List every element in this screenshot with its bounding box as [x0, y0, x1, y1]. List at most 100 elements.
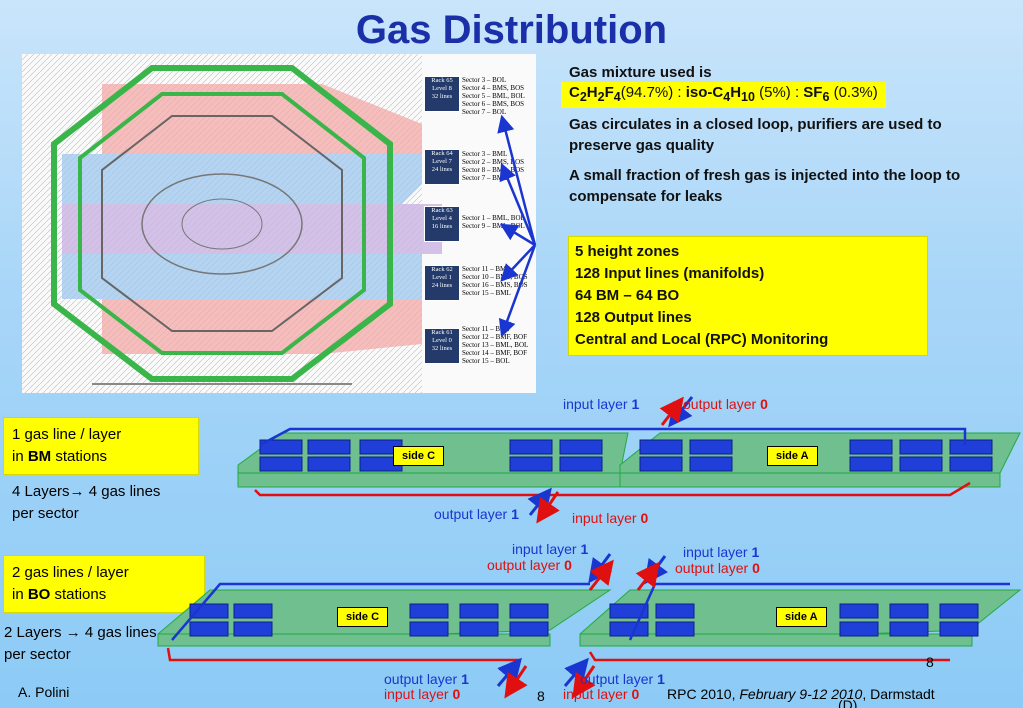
text: 2 Layers — [4, 624, 62, 641]
layer-number: 1 — [580, 541, 589, 557]
text: 4 gas lines per sector — [12, 483, 161, 522]
bm-panels — [259, 439, 993, 472]
text: output layer — [384, 671, 462, 687]
text: RPC 2010, — [667, 686, 740, 702]
formula-sub: 6 — [822, 90, 830, 104]
bo-layers-text: 2 Layers → 4 gas lines per sector — [4, 622, 164, 666]
bo-c-output-arrow — [588, 559, 614, 591]
bm-input-bottom-label: input layer 0 — [572, 510, 648, 526]
rack-63-sectors: Sector 1 – BML, BOL Sector 9 – BML, BOL — [462, 214, 525, 230]
bo-side-c-label: side C — [337, 607, 389, 627]
formula-sub: 2 — [597, 90, 605, 104]
formula-sub: 10 — [741, 90, 755, 104]
gas-mixture-heading: Gas mixture used is — [569, 64, 712, 81]
sector-line: Sector 3 – BML — [462, 150, 508, 158]
rack-name: Rack 61 — [431, 329, 453, 336]
layer-number: 1 — [657, 671, 665, 687]
rack-level: Level 1 — [432, 274, 452, 281]
arrow-right-icon: → — [61, 624, 85, 641]
formula-pct: (94.7%) : — [620, 84, 686, 101]
layer-number: 0 — [631, 686, 640, 702]
bm-input-top-label: input layer 1 — [563, 396, 639, 412]
text: input layer — [512, 541, 581, 557]
formula-part: iso-C — [685, 84, 724, 101]
rack-name: Rack 64 — [431, 150, 453, 157]
sector-line: Sector 3 – BOL — [462, 76, 507, 84]
layer-number: 0 — [760, 396, 768, 412]
bm-side-c-label: side C — [393, 446, 445, 466]
footer-author: A. Polini — [18, 684, 70, 700]
formula-part: C — [569, 84, 580, 101]
detector-drawing — [22, 54, 442, 393]
formula-sub: 4 — [613, 90, 621, 104]
arrow-right-icon: → — [69, 483, 85, 500]
sector-line: Sector 5 – BML, BOL — [462, 92, 525, 100]
sector-line: Sector 2 – BMS, BOS — [462, 158, 525, 166]
rack-63-label: Rack 63 Level 4 16 lines — [424, 206, 460, 242]
text: in — [12, 586, 28, 603]
rack-level: Level 8 — [432, 85, 452, 92]
conference-dates: February 9-12 2010 — [739, 686, 863, 702]
bo-a-output-bottom-label: output layer 1 — [580, 671, 665, 687]
text: in — [12, 448, 28, 465]
layer-number: 1 — [461, 671, 469, 687]
rack-64-label: Rack 64 Level 7 24 lines — [424, 149, 460, 185]
bo-box-line: 2 gas lines / layer — [12, 564, 129, 581]
sector-line: Sector 9 – BML, BOL — [462, 222, 525, 230]
bo-c-input-bottom-arrow — [504, 665, 528, 699]
bm-label: BM — [27, 448, 52, 465]
bo-a-output-arrow — [635, 561, 660, 591]
text: input layer — [683, 544, 752, 560]
layer-number: 1 — [751, 544, 760, 560]
bo-c-input-bottom-label: input layer 0 — [384, 686, 460, 702]
bm-gas-loop-diagram — [237, 396, 1021, 524]
text: input layer — [572, 510, 641, 526]
text: output layer — [683, 396, 761, 412]
bo-a-input-top-label: input layer 1 — [683, 544, 759, 560]
summary-line: 128 Output lines — [575, 309, 692, 326]
summary-box: 5 height zones 128 Input lines (manifold… — [568, 236, 928, 356]
bo-a-output-line — [588, 651, 950, 662]
rack-name: Rack 63 — [431, 207, 453, 214]
bo-a-input-bottom-arrow — [572, 665, 596, 699]
rack-lines: 32 lines — [431, 93, 453, 100]
rack-lines: 24 lines — [431, 282, 453, 289]
bo-c-input-top-label: input layer 1 — [512, 541, 588, 557]
sector-line: Sector 6 – BMS, BOS — [462, 100, 525, 108]
formula-pct: (0.3%) — [829, 84, 878, 101]
formula-part: H — [586, 84, 598, 101]
sector-line: Sector 12 – BMF, BOF — [462, 333, 527, 341]
bo-c-output-top-label: output layer 0 — [487, 557, 572, 573]
detector-cross-section-image: Rack 65 Level 8 32 lines Sector 3 – BOL … — [22, 54, 536, 393]
rack-name: Rack 62 — [431, 266, 453, 273]
bm-output-arrow-top — [659, 396, 684, 426]
rack-65-sectors: Sector 3 – BOL Sector 4 – BMS, BOS Secto… — [462, 76, 525, 116]
bo-c-output-line — [166, 647, 520, 662]
bo-side-a-label: side A — [776, 607, 827, 627]
bo-info-box: 2 gas lines / layer in BO stations — [3, 555, 205, 613]
formula-part: F — [604, 84, 614, 101]
text: , Darmstadt — [862, 686, 935, 702]
bm-output-line — [254, 481, 971, 497]
sector-line: Sector 13 – BML, BOL — [462, 341, 529, 349]
text: 4 Layers — [12, 483, 70, 500]
layer-number: 0 — [752, 560, 760, 576]
bm-input-arrow-bottom — [536, 491, 560, 524]
bm-output-top-label: output layer 0 — [683, 396, 768, 412]
gas-formula: C2H2F4(94.7%) : iso-C4H10 (5%) : SF6 (0.… — [561, 82, 886, 108]
bo-box-line2: in BO stations — [12, 584, 204, 606]
text: output layer — [434, 506, 512, 522]
formula-part: H — [730, 84, 742, 101]
bm-input-line — [259, 427, 967, 447]
bm-box-line2: in BM stations — [12, 446, 198, 468]
rack-61-sectors: Sector 11 – BOL Sector 12 – BMF, BOF Sec… — [462, 325, 528, 365]
text: 4 gas lines per sector — [4, 624, 157, 663]
layer-number: 0 — [452, 686, 461, 702]
bm-layers-text: 4 Layers→ 4 gas lines per sector — [12, 481, 182, 525]
footer-page-number-right: 8 — [926, 654, 934, 670]
bm-box-line: 1 gas line / layer — [12, 426, 122, 443]
sector-line: Sector 16 – BMS, BOS — [462, 281, 528, 289]
sector-line: Sector 14 – BMF, BOF — [462, 349, 527, 357]
sector-line: Sector 8 – BMS, BOS — [462, 166, 525, 174]
page-title: Gas Distribution — [355, 8, 668, 52]
